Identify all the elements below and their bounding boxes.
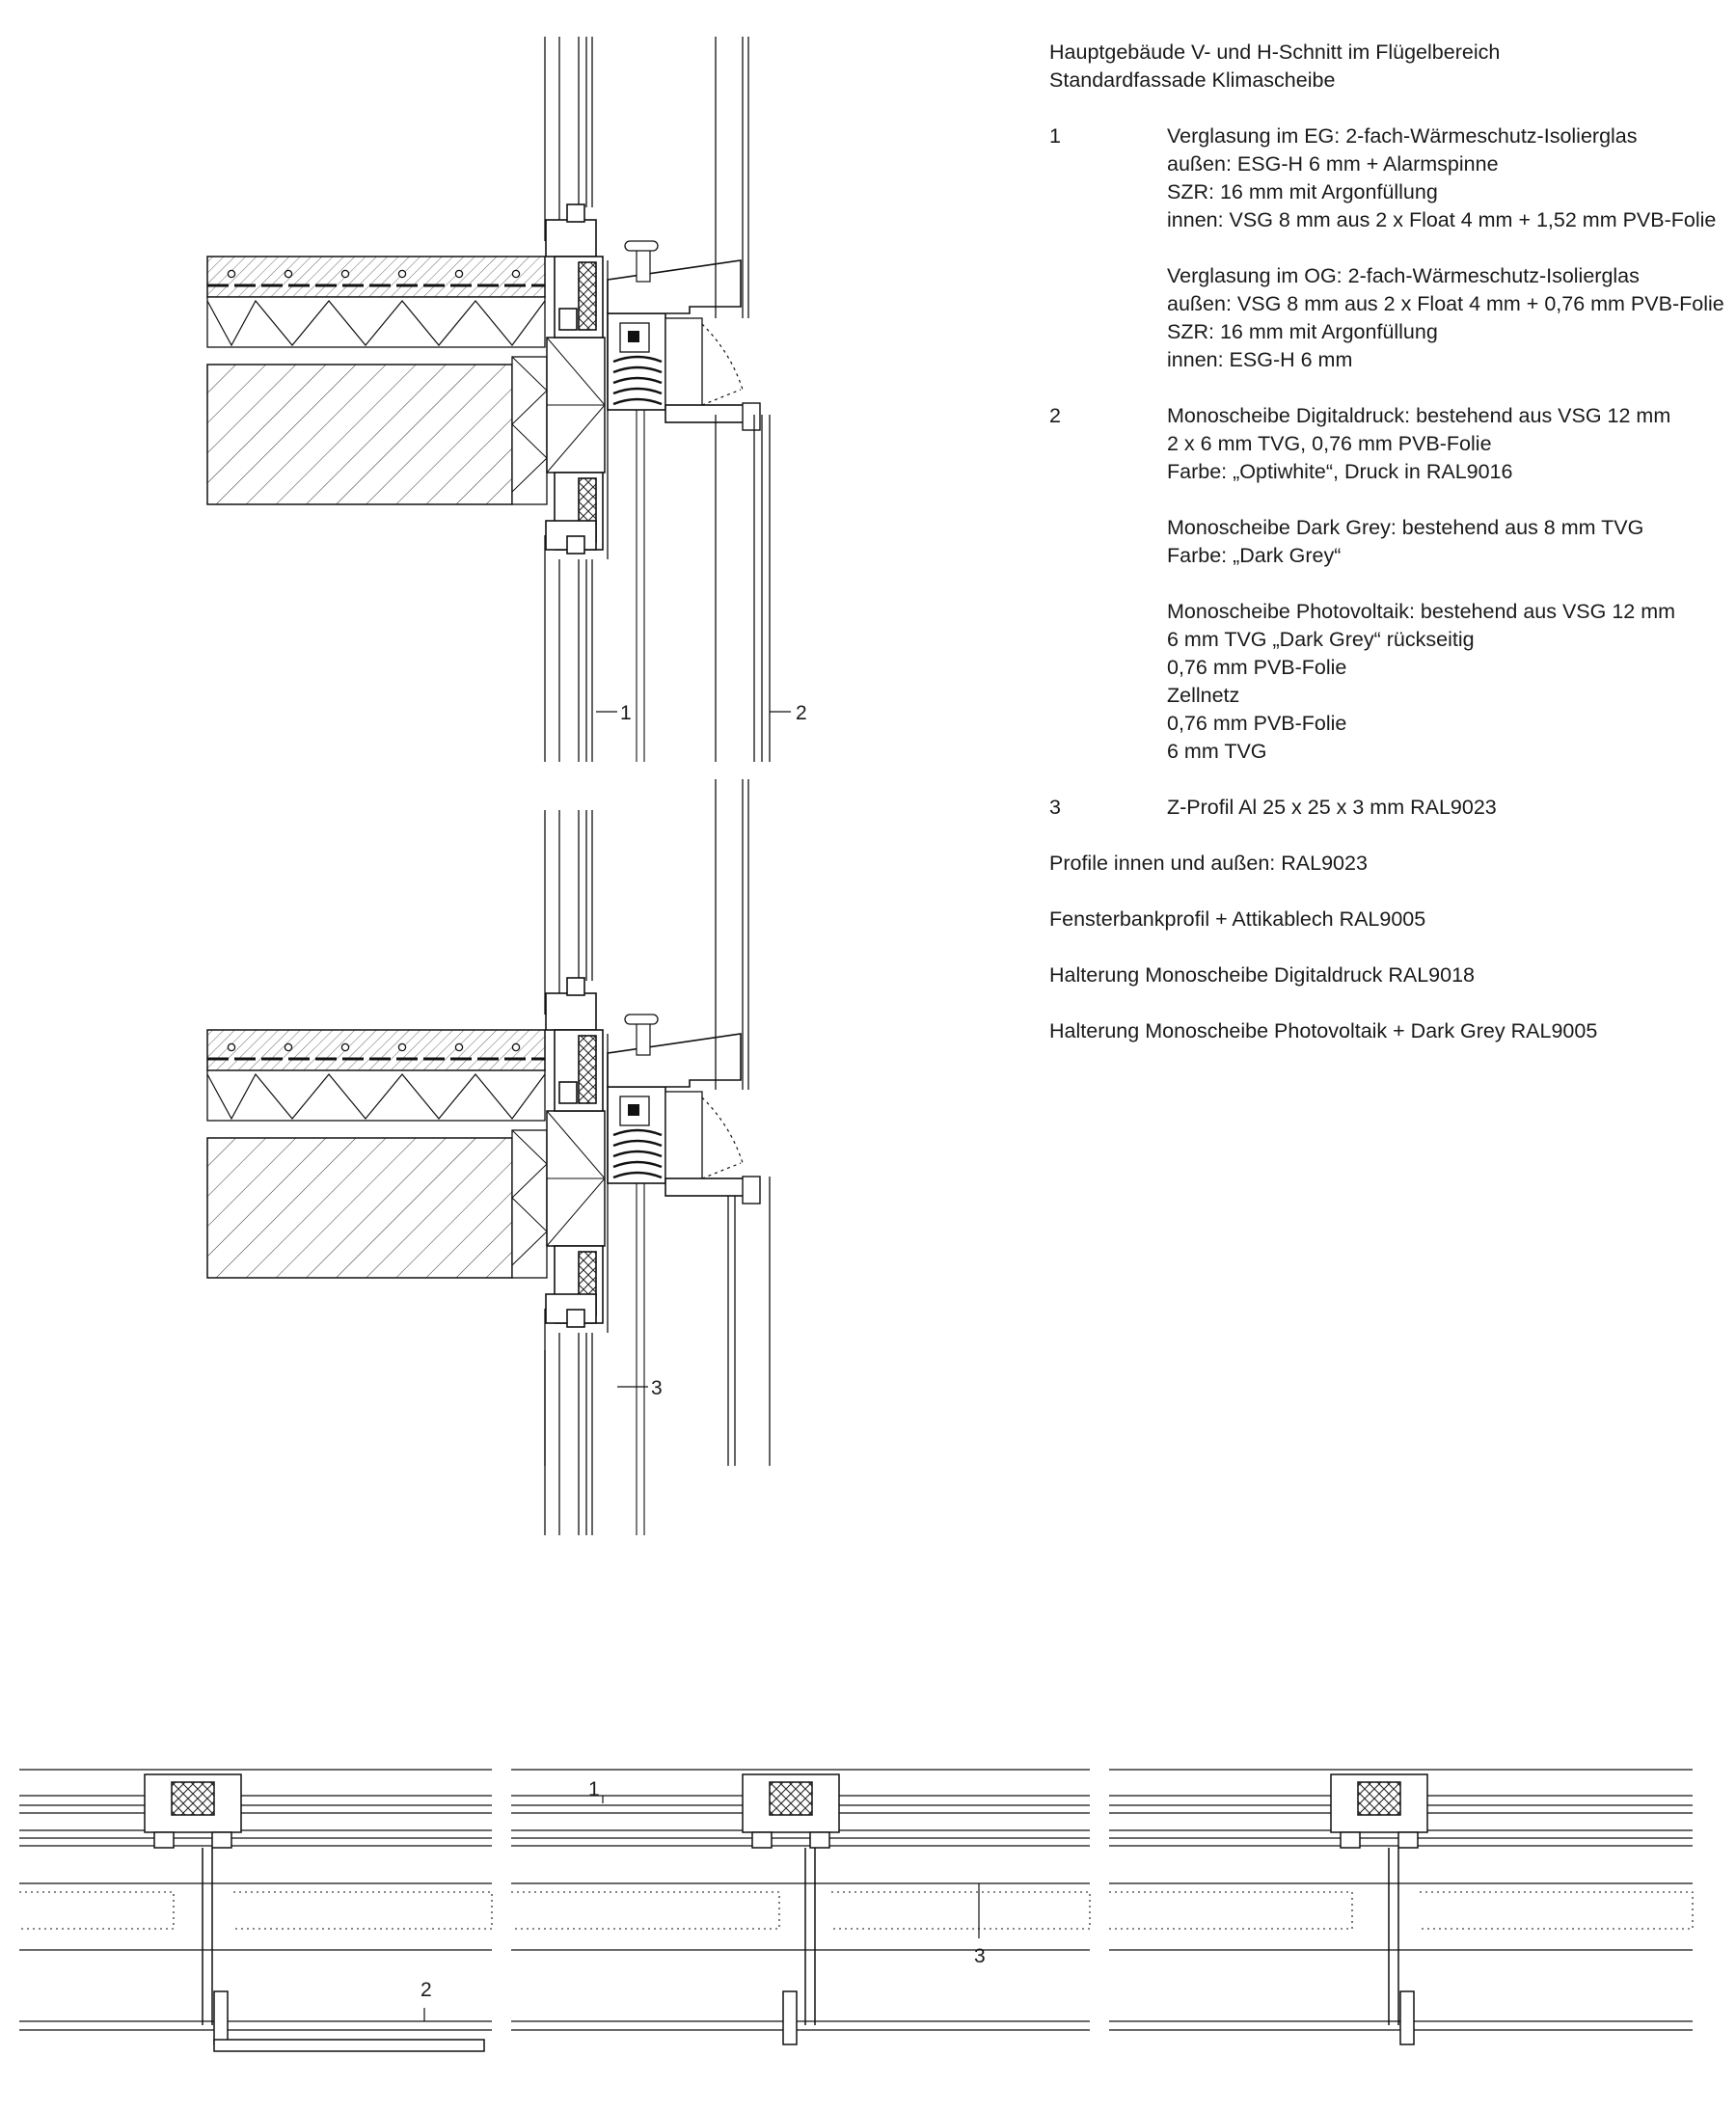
item-line: Z-Profil Al 25 x 25 x 3 mm RAL9023: [1167, 796, 1497, 819]
item-line: 0,76 mm PVB-Folie: [1167, 656, 1347, 679]
callout-2: 2: [796, 702, 807, 724]
h-callout-3: 3: [974, 1945, 986, 1967]
legend-title: Hauptgebäude V- und H-Schnitt im Flügelb…: [1049, 39, 1724, 95]
item-line: Monoscheibe Dark Grey: bestehend aus 8 m…: [1167, 516, 1644, 539]
title-line: Standardfassade Klimascheibe: [1049, 68, 1336, 92]
monoscheibe-2: [715, 37, 771, 762]
mullion-left: [144, 1773, 485, 2052]
callout-1: 1: [620, 702, 632, 724]
item-line: Monoscheibe Photovoltaik: bestehend aus …: [1167, 600, 1676, 623]
legend-item-1: 1 Verglasung im EG: 2-fach-Wärmeschutz-I…: [1049, 122, 1724, 402]
title-line: Hauptgebäude V- und H-Schnitt im Flügelb…: [1049, 41, 1501, 64]
mullion-middle: [742, 1773, 840, 2045]
legend-note: Halterung Monoscheibe Digitaldruck RAL90…: [1049, 963, 1476, 987]
item-line: Verglasung im EG: 2-fach-Wärmeschutz-Iso…: [1167, 124, 1638, 148]
callout-3: 3: [651, 1377, 663, 1399]
horizontal-section: [19, 1755, 1694, 2052]
item-line: innen: ESG-H 6 mm: [1167, 348, 1353, 371]
item-line: Zellnetz: [1167, 684, 1240, 707]
legend-note: Halterung Monoscheibe Photovoltaik + Dar…: [1049, 1019, 1598, 1042]
item-line: SZR: 16 mm mit Argonfüllung: [1167, 180, 1438, 203]
item-line: SZR: 16 mm mit Argonfüllung: [1167, 320, 1438, 343]
item-number: 2: [1049, 404, 1061, 427]
item-line: außen: VSG 8 mm aus 2 x Float 4 mm + 0,7…: [1167, 292, 1724, 315]
legend-item-3: 3 Z-Profil Al 25 x 25 x 3 mm RAL9023: [1049, 794, 1724, 850]
item-line: 0,76 mm PVB-Folie: [1167, 712, 1347, 735]
item-line: 6 mm TVG: [1167, 740, 1267, 763]
item-line: innen: VSG 8 mm aus 2 x Float 4 mm + 1,5…: [1167, 208, 1717, 231]
item-line: Monoscheibe Digitaldruck: bestehend aus …: [1167, 404, 1671, 427]
legend-note: Profile innen und außen: RAL9023: [1049, 852, 1368, 875]
h-callout-2: 2: [420, 1979, 432, 2001]
item-line: 2 x 6 mm TVG, 0,76 mm PVB-Folie: [1167, 432, 1492, 455]
mullion-right: [1330, 1773, 1428, 2045]
item-line: 6 mm TVG „Dark Grey“ rückseitig: [1167, 628, 1475, 651]
item-line: Farbe: „Dark Grey“: [1167, 544, 1342, 567]
monoscheibe-2-lower: [715, 779, 771, 1466]
item-number: 3: [1049, 796, 1061, 819]
legend-note: Fensterbankprofil + Attikablech RAL9005: [1049, 907, 1426, 931]
item-line: Farbe: „Optiwhite“, Druck in RAL9016: [1167, 460, 1513, 483]
item-line: außen: ESG-H 6 mm + Alarmspinne: [1167, 152, 1499, 176]
item-line: Verglasung im OG: 2-fach-Wärmeschutz-Iso…: [1167, 264, 1640, 287]
legend-items: 1 Verglasung im EG: 2-fach-Wärmeschutz-I…: [1049, 122, 1724, 1045]
item-number: 1: [1049, 124, 1061, 148]
h-callout-1: 1: [588, 1778, 600, 1800]
vertical-section-lower: 3: [205, 779, 771, 1537]
legend-panel: Hauptgebäude V- und H-Schnitt im Flügelb…: [1049, 39, 1724, 1073]
legend-item-2: 2 Monoscheibe Digitaldruck: bestehend au…: [1049, 402, 1724, 794]
vertical-section-upper: 1 2: [205, 35, 807, 764]
